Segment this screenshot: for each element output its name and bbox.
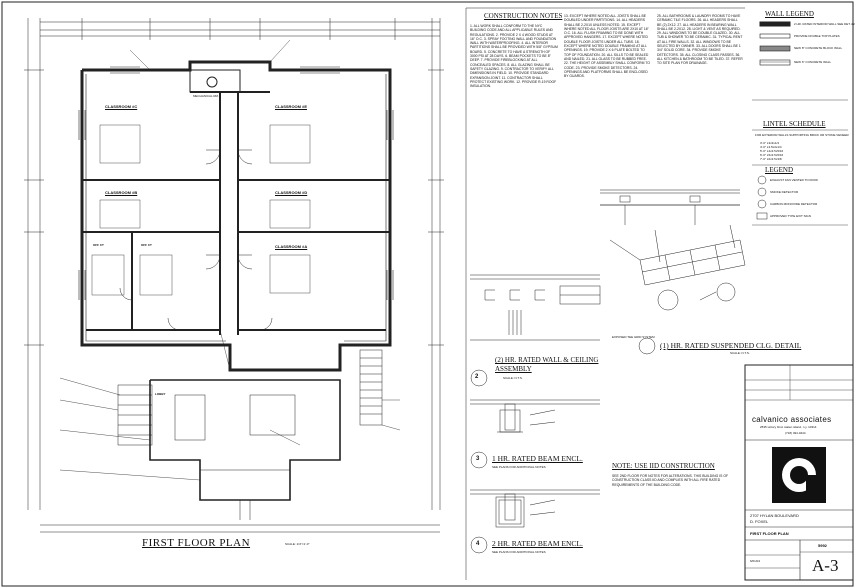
- wall-legend-title: WALL LEGEND: [765, 10, 814, 18]
- firm-logo: [772, 447, 826, 503]
- owner-name: D. FOXEL: [750, 519, 769, 524]
- notes-column-3: 25. ALL BATHROOMS & LAUNDRY ROOMS TO HAV…: [657, 14, 743, 66]
- title-block-frame: [744, 364, 854, 581]
- ceiling-detail-sub: EXPOSED TEE GRID SYSTEM: [612, 335, 655, 339]
- room-label-classroom-b: CLASSROOM #B: [105, 190, 138, 195]
- wall-legend-item-2: PROVIDE DOUBLE TOP PLATES: [794, 34, 840, 38]
- notes-column-1: 1. ALL WORK SHALL CONFORM TO THE NYC BUI…: [470, 24, 558, 89]
- beam1-title: 1 HR. RATED BEAM ENCL.: [492, 454, 583, 463]
- beam1-subtitle: SEE PLANS FOR ADDITIONAL NOTES: [492, 465, 546, 469]
- plan-scale: SCALE: 1/4"=1'-0": [285, 542, 310, 546]
- lintel-row-5: 7'-0" L6x3.5x3/8: [760, 157, 782, 161]
- drawing-title: FIRST FLOOR PLAN: [750, 531, 789, 536]
- wall-legend-swatches: [752, 21, 848, 226]
- room-label-lobby: LOBBY: [155, 392, 166, 396]
- ceiling-detail-title: (1) HR. RATED SUSPENDED CLG. DETAIL: [660, 341, 802, 350]
- wall-assembly-title: (2) HR. RATED WALL & CEILING ASSEMBLY: [495, 356, 599, 373]
- floor-plan: [24, 18, 444, 533]
- legend-item-3: CARBON MONOXIDE DETECTOR: [770, 202, 818, 206]
- legend-item-1: EXHAUST FAN VENTED TO ROOF: [770, 178, 819, 182]
- legend-title: LEGEND: [765, 166, 793, 174]
- legend-item-2: SMOKE DETECTOR: [770, 190, 799, 194]
- construction-notes-title: CONSTRUCTION NOTES: [484, 12, 563, 20]
- project-name: 2707 HYLAN BOULEVARD: [750, 513, 799, 518]
- room-label-classroom-c: CLASSROOM #C: [105, 104, 138, 109]
- wall-legend-item-3: NEW 8" CONCRETE BLOCK WALL: [794, 46, 843, 50]
- room-label-mechanical: MECHANICAL RM.: [193, 94, 219, 98]
- beam2-number: 4: [476, 541, 480, 547]
- room-label-off-ct-1: OFF CT: [93, 243, 104, 247]
- iid-note-title: NOTE: USE IID CONSTRUCTION: [612, 462, 715, 470]
- suspended-ceiling-detail: [600, 189, 746, 311]
- lintel-note: FOR EXTERIOR WALLS SUPPORTING BRICK OR S…: [755, 133, 849, 137]
- room-label-classroom-d: CLASSROOM #D: [275, 190, 308, 195]
- iid-note-body: SEE 2ND FLOOR FOR NOTES FOR ALTERATIONS.…: [612, 474, 729, 487]
- firm-address: 2535 victory blvd. staten island, n.y. 1…: [760, 425, 817, 429]
- sheet-number: A-3: [812, 556, 839, 575]
- wall-assembly-number: 2: [475, 374, 479, 380]
- room-label-classroom-a: CLASSROOM #A: [275, 244, 308, 249]
- ceiling-detail-scale: SCALE: N.T.S.: [730, 351, 750, 355]
- beam1-number: 3: [476, 456, 480, 462]
- drawing-date: 6/01/04: [750, 559, 761, 563]
- wall-assembly-detail: [470, 274, 601, 341]
- wall-assembly-scale: SCALE: N.T.S.: [503, 376, 523, 380]
- wall-legend-item-1: 2 HR. RATED INTERIOR WALL SEE DET. #2: [794, 22, 855, 26]
- lintel-row-1: 3'-0" L3x3x1/4: [760, 141, 779, 145]
- lintel-row-4: 6'-0" L5x3.5x5/16: [760, 153, 784, 157]
- room-label-classroom-e: CLASSROOM #E: [275, 104, 308, 109]
- plan-title: FIRST FLOOR PLAN: [142, 537, 251, 549]
- notes-column-2: 13. EXCEPT WHERE NOTED ALL JOISTS SHALL …: [564, 14, 650, 79]
- firm-name: calvanico associates: [752, 415, 832, 424]
- job-number: 5992: [818, 543, 827, 548]
- construction-notes-frame: [465, 7, 745, 580]
- room-label-off-ct-2: OFF CT: [141, 243, 152, 247]
- beam2-title: 2 HR. RATED BEAM ENCL.: [492, 539, 583, 548]
- firm-phone: (718) 494-0444: [785, 431, 806, 435]
- lintel-schedule-title: LINTEL SCHEDULE: [763, 120, 826, 128]
- beam2-subtitle: SEE PLANS FOR ADDITIONAL NOTES: [492, 550, 546, 554]
- beam-enclosure-details: [470, 337, 656, 554]
- lintel-row-3: 5'-0" L4x3.5x5/16: [760, 149, 784, 153]
- legend-item-4: APPROVED TYPE EXIT SIGN: [770, 214, 811, 218]
- lintel-row-2: 4'-0" L3.5x3x1/4: [760, 145, 782, 149]
- wall-legend-item-4: NEW 6" CONCRETE WALL: [794, 60, 832, 64]
